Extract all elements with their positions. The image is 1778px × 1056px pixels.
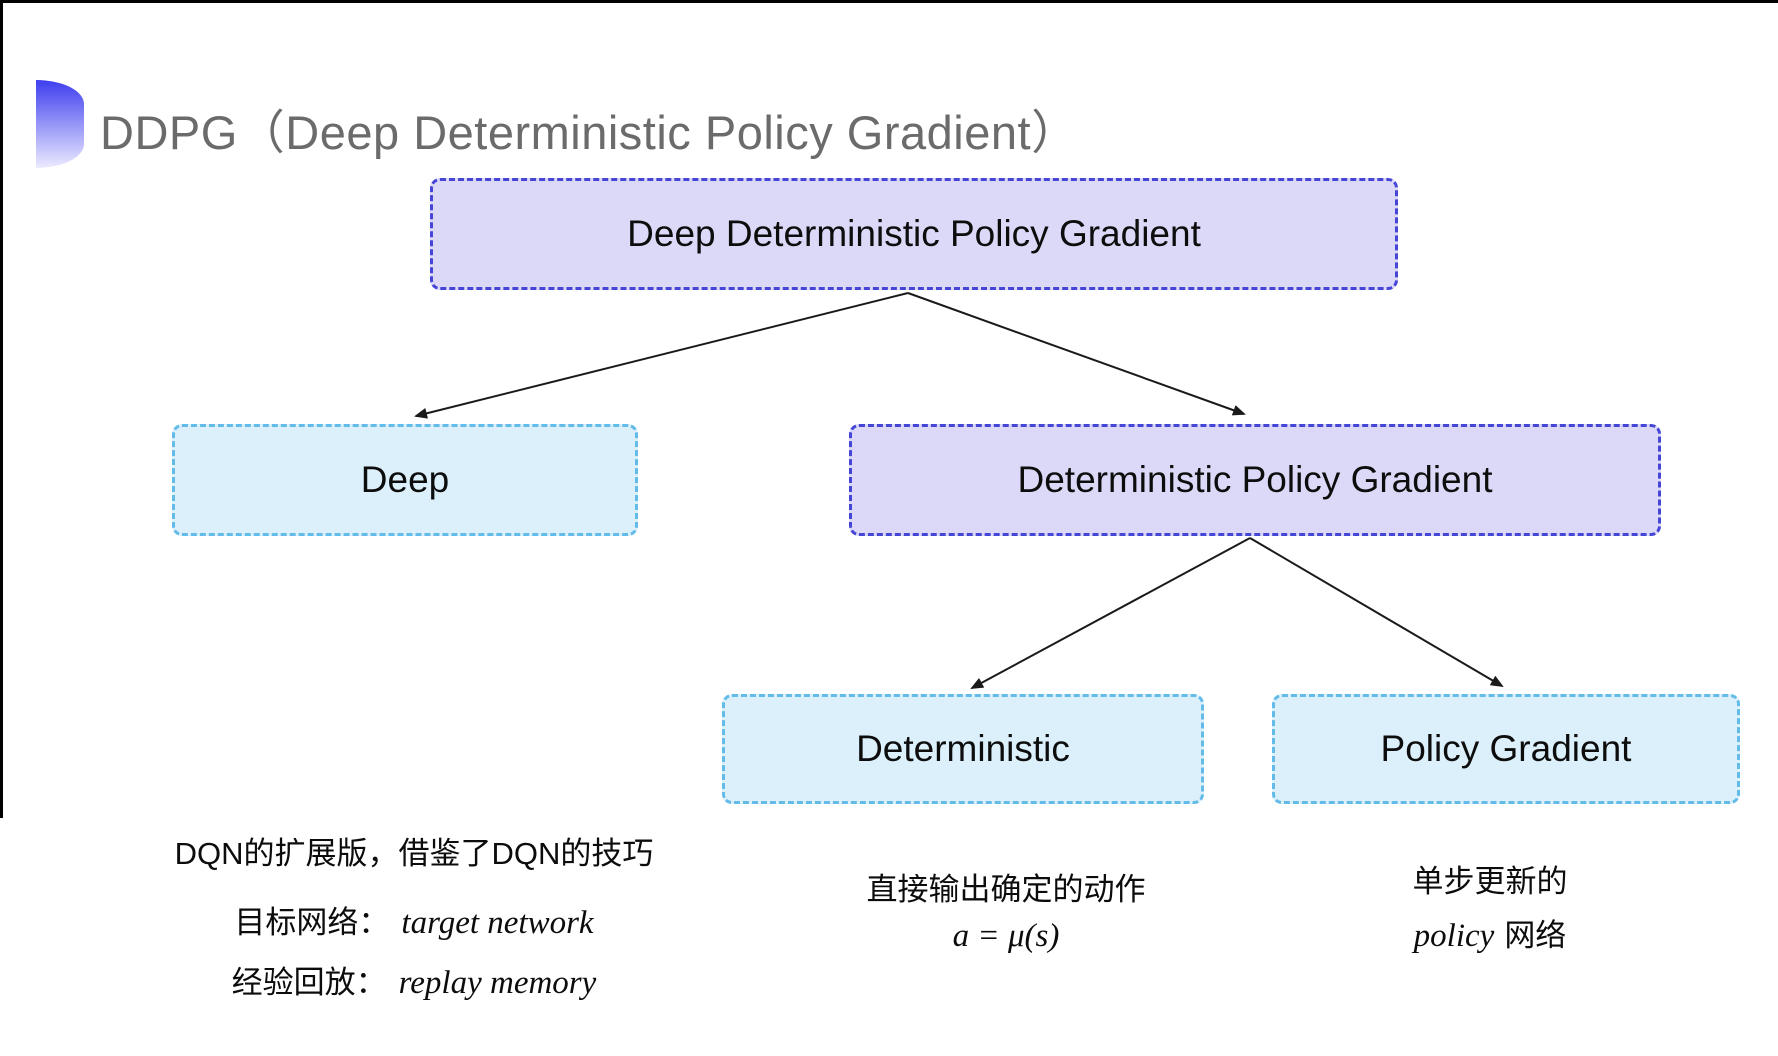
node-label: Deterministic Policy Gradient xyxy=(1017,459,1493,500)
node-label: Deterministic xyxy=(856,728,1070,769)
node-deterministic-policy-gradient: Deterministic Policy Gradient xyxy=(849,424,1661,536)
note-policy-gradient-suffix: 网络 xyxy=(1504,918,1567,953)
note-deep-line3-label: 经验回放： xyxy=(231,965,387,1000)
note-deep: DQN的扩展版，借鉴了DQN的技巧 目标网络： target network 经验… xyxy=(130,828,698,1002)
note-policy-gradient-line2: policy 网络 xyxy=(1290,910,1690,955)
edge-ddpg-to-deep xyxy=(414,292,909,419)
half-disc-icon xyxy=(36,80,84,168)
node-deep: Deep xyxy=(172,424,638,536)
node-deep-deterministic-policy-gradient: Deep Deterministic Policy Gradient xyxy=(430,178,1398,290)
node-deterministic: Deterministic xyxy=(722,694,1204,804)
note-deep-line3-term: replay memory xyxy=(398,965,597,1001)
note-policy-gradient-term: policy xyxy=(1413,918,1495,954)
note-deterministic-formula: a = μ(s) xyxy=(952,918,1060,954)
note-deterministic-line1: 直接输出确定的动作 xyxy=(866,872,1146,907)
note-deep-line2: 目标网络： target network xyxy=(130,897,698,942)
note-deterministic: 直接输出确定的动作 a = μ(s) xyxy=(806,864,1206,955)
screen-top-edge xyxy=(0,0,1778,3)
edge-dpg-to-policy-gradient xyxy=(1249,537,1504,688)
node-label: Deep Deterministic Policy Gradient xyxy=(627,213,1201,254)
note-deep-line2-term: target network xyxy=(401,905,594,941)
note-policy-gradient-line1: 单步更新的 xyxy=(1412,864,1568,899)
note-deep-line2-label: 目标网络： xyxy=(234,905,390,940)
edge-ddpg-to-dpg xyxy=(907,292,1246,416)
node-label: Deep xyxy=(360,459,450,500)
node-policy-gradient: Policy Gradient xyxy=(1272,694,1740,804)
page-title: DDPG（Deep Deterministic Policy Gradient） xyxy=(100,106,1079,159)
node-label: Policy Gradient xyxy=(1380,728,1632,769)
note-policy-gradient: 单步更新的 policy 网络 xyxy=(1290,856,1690,955)
note-deep-line1: DQN的扩展版，借鉴了DQN的技巧 xyxy=(174,836,654,871)
edge-dpg-to-deterministic xyxy=(970,537,1251,689)
note-deep-line3: 经验回放： replay memory xyxy=(130,957,698,1002)
screen-left-edge xyxy=(0,0,3,818)
